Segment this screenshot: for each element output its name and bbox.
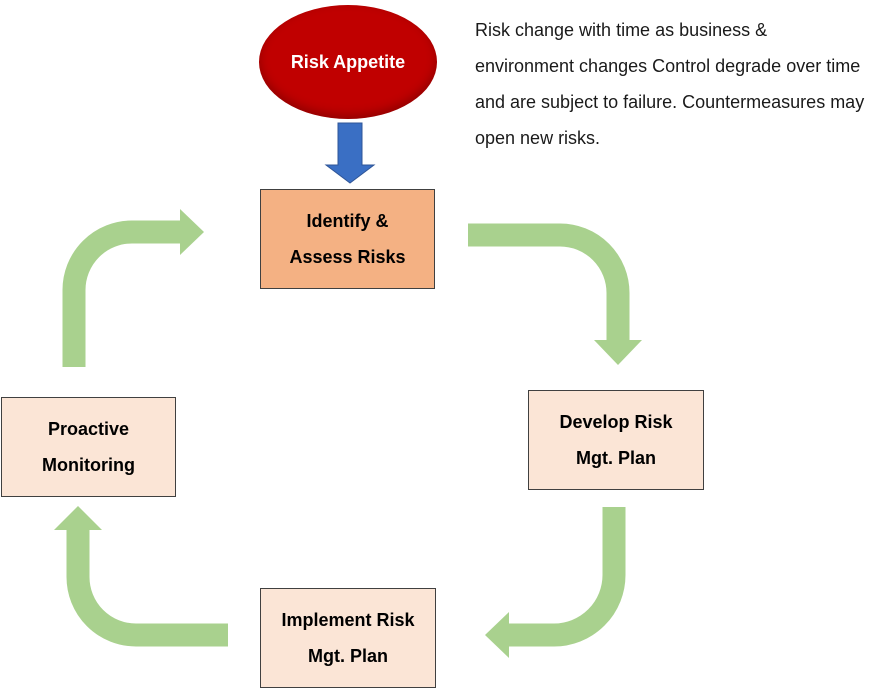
develop-plan-box: Develop Risk Mgt. Plan <box>528 390 704 490</box>
risk-appetite-ellipse: Risk Appetite <box>259 5 437 119</box>
arrow-monitoring-to-identify <box>62 209 204 367</box>
implement-line-2: Mgt. Plan <box>308 646 388 666</box>
develop-line-1: Develop Risk <box>559 412 673 432</box>
risk-note: Risk change with time as business & envi… <box>475 20 865 148</box>
appetite-down-arrow <box>324 122 376 184</box>
identify-assess-box: Identify & Assess Risks <box>260 189 435 289</box>
arrow-identify-to-develop <box>468 223 642 365</box>
monitoring-line-2: Monitoring <box>42 455 135 475</box>
risk-appetite-label: Risk Appetite <box>290 51 406 72</box>
proactive-monitoring-box: Proactive Monitoring <box>1 397 176 497</box>
arrow-develop-to-implement <box>485 507 626 658</box>
implement-line-1: Implement Risk <box>281 610 415 630</box>
arrow-implement-to-monitoring <box>54 506 228 647</box>
identify-line-2: Assess Risks <box>289 247 406 267</box>
develop-line-2: Mgt. Plan <box>576 448 656 468</box>
identify-line-1: Identify & <box>306 211 389 231</box>
implement-plan-box: Implement Risk Mgt. Plan <box>260 588 436 688</box>
monitoring-line-1: Proactive <box>47 419 130 439</box>
